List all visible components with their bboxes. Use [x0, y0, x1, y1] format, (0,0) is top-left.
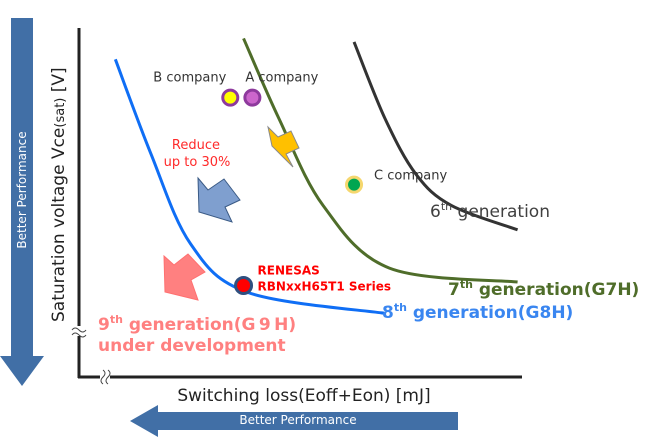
series-label-g7: 7th generation(G7H) [448, 278, 639, 300]
point-b [221, 88, 240, 107]
g6-label-text: generation [452, 202, 550, 222]
curve-g8 [113, 58, 386, 315]
orange-improvement-arrow-icon [267, 125, 300, 168]
g8-label-number: 8 [382, 303, 394, 323]
point-c [345, 175, 364, 194]
g9-number: 9 [98, 315, 110, 335]
g7-label-number: 7 [448, 280, 460, 300]
series-label-g6: 6th generation [430, 200, 550, 222]
curve-g7 [242, 37, 518, 284]
g8-label-sup: th [394, 301, 407, 314]
horizontal-better-performance-arrow: Better Performance [130, 405, 458, 437]
y-axis-label-main: Saturation voltage Vce [49, 128, 69, 322]
reduce-line-2: up to 30% [164, 155, 231, 170]
g9-text: generation(G 9 H) [123, 315, 296, 335]
g7-label-text: generation(G7H) [473, 280, 639, 300]
point-label-renesas: RENESAS [258, 264, 320, 278]
pink-improvement-arrow-icon [163, 253, 206, 301]
g9-sup: th [110, 313, 123, 326]
x-axis-label: Switching loss(Eoff+Eon) [mJ] [177, 386, 430, 406]
horizontal-performance-label: Better Performance [239, 413, 356, 427]
curve-g6 [352, 41, 519, 232]
vertical-better-performance-arrow: Better Performance [0, 18, 44, 386]
g9-annotation: 9th generation(G 9 H) under development [98, 313, 302, 356]
left-arrow-icon [130, 405, 458, 437]
y-axis-label-sub: (sat) [53, 98, 68, 128]
g7-label-sup: th [460, 278, 473, 291]
x-axis-break-icon [100, 369, 111, 385]
down-arrow-icon [0, 18, 44, 386]
reduce-annotation: Reduce up to 30% [164, 138, 231, 170]
point-a [243, 88, 262, 107]
g6-label-number: 6 [430, 202, 441, 222]
series-label-g8: 8th generation(G8H) [382, 301, 573, 323]
g9-line-2: under development [98, 336, 286, 356]
point-label-renesas-series: RBNxxH65T1 Series [258, 280, 391, 294]
y-axis-label: Saturation voltage Vce(sat) [V] [49, 67, 69, 322]
y-axis-label-unit: [V] [49, 67, 69, 97]
g8-label-text: generation(G8H) [407, 303, 573, 323]
point-renesas [234, 276, 254, 296]
point-label-b: B company [153, 71, 226, 86]
y-axis-break-icon [71, 326, 87, 338]
g6-label-sup: th [441, 200, 452, 213]
reduce-line-1: Reduce [172, 138, 220, 153]
point-label-c: C company [374, 169, 447, 184]
point-label-a: A company [245, 71, 318, 86]
vertical-performance-label: Better Performance [15, 131, 29, 248]
blue-improvement-arrow-icon [197, 176, 241, 223]
